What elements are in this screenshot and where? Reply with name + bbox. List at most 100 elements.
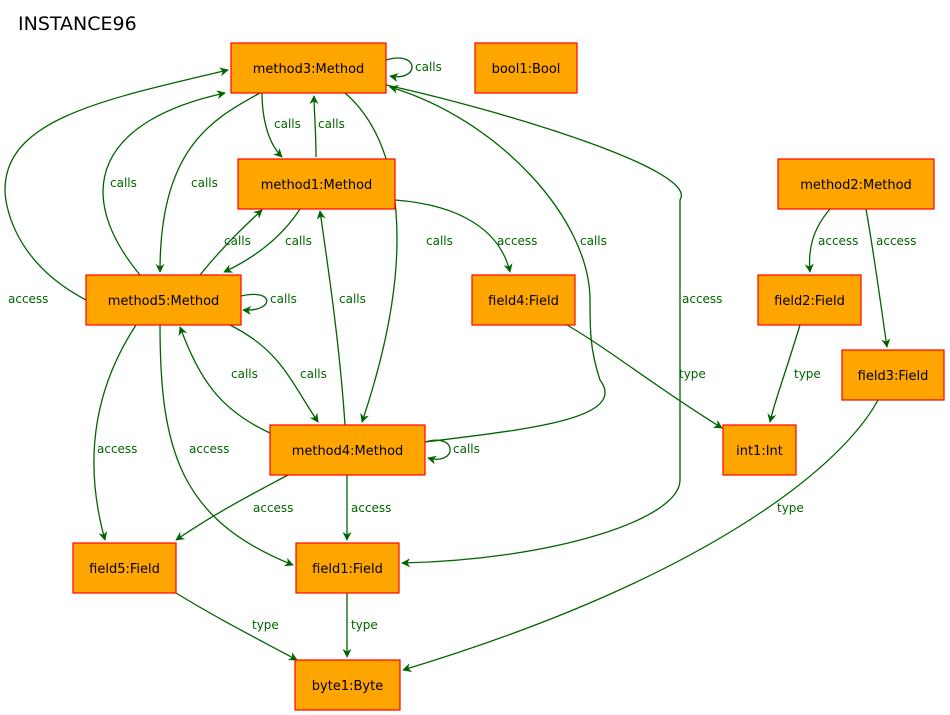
edge-method3-method4: calls: [344, 92, 453, 423]
node-method1[interactable]: method1:Method: [237, 158, 396, 210]
node-box: [294, 659, 401, 711]
edge-method4-method1: calls: [316, 210, 366, 426]
edge-arrow: [385, 84, 683, 568]
node-box: [72, 542, 177, 594]
edge-arrow: [316, 210, 346, 426]
node-box: [269, 424, 426, 476]
node-label: method3:Method: [253, 62, 365, 77]
nodes-layer: method3:Method bool1:Bool method1:Method me…: [72, 42, 945, 711]
edge-label: calls: [300, 367, 327, 381]
edge-label: type: [777, 501, 804, 515]
node-bool1[interactable]: bool1:Bool: [474, 42, 578, 94]
edge-arrow: [261, 92, 283, 158]
edge-method1-field4: access: [394, 199, 537, 273]
node-int1[interactable]: int1:Int: [722, 424, 797, 476]
edge-arrow: [424, 439, 451, 465]
edge-arrow: [199, 209, 263, 276]
edge-label: calls: [274, 117, 301, 131]
edge-label: calls: [318, 117, 345, 131]
edge-arrow: [93, 324, 137, 541]
edge-label: calls: [224, 234, 251, 248]
node-label: method4:Method: [292, 444, 404, 459]
node-label: byte1:Byte: [312, 679, 383, 694]
node-field3[interactable]: field3:Field: [841, 349, 945, 401]
edge-label: access: [253, 501, 293, 515]
edge-arrow: [175, 474, 289, 541]
edge-method4-method3: calls: [389, 85, 607, 443]
edge-method3-method5: calls: [155, 92, 261, 273]
node-box: [722, 424, 797, 476]
edge-arrow: [155, 92, 261, 273]
node-method5[interactable]: method5:Method: [85, 274, 242, 326]
edge-field4-int1: type: [566, 324, 723, 429]
edge-method5-method3: access: [4, 67, 229, 306]
node-field5[interactable]: field5:Field: [72, 542, 177, 594]
node-box: [295, 542, 400, 594]
node-box: [471, 274, 576, 326]
node-box: [85, 274, 242, 326]
edge-field2-int1: type: [767, 324, 821, 423]
diagram-title: INSTANCE96: [18, 13, 137, 35]
edge-label: calls: [110, 176, 137, 190]
node-box: [474, 42, 578, 94]
node-label: field2:Field: [774, 294, 845, 309]
node-box: [777, 158, 935, 210]
edge-method3-method1: calls: [261, 92, 301, 158]
edge-arrow: [159, 324, 294, 567]
edge-label: calls: [339, 292, 366, 306]
edge-label: calls: [285, 234, 312, 248]
node-byte1[interactable]: byte1:Byte: [294, 659, 401, 711]
node-box: [230, 42, 387, 94]
edge-arrow: [344, 92, 398, 423]
edge-method4-method5: calls: [178, 326, 271, 434]
edge-arrow: [240, 293, 268, 315]
edge-method3-method3: calls: [385, 57, 442, 82]
edge-method1-method3: calls: [309, 95, 345, 158]
node-field1[interactable]: field1:Field: [295, 542, 400, 594]
node-field2[interactable]: field2:Field: [757, 274, 862, 326]
node-method4[interactable]: method4:Method: [269, 424, 426, 476]
node-method2[interactable]: method2:Method: [777, 158, 935, 210]
edge-label: access: [497, 234, 537, 248]
edge-label: calls: [231, 367, 258, 381]
edge-field3-byte1: type: [402, 399, 879, 672]
edge-arrow: [804, 208, 831, 273]
edge-label: access: [351, 501, 391, 515]
edge-label: access: [8, 292, 48, 306]
edge-label: access: [189, 442, 229, 456]
edge-arrow: [4, 67, 229, 301]
node-field4[interactable]: field4:Field: [471, 274, 576, 326]
node-method3[interactable]: method3:Method: [230, 42, 387, 94]
node-label: field3:Field: [858, 369, 929, 384]
edge-method4-field5: access: [175, 474, 293, 541]
edge-arrow: [767, 324, 801, 423]
node-label: field5:Field: [89, 562, 160, 577]
edge-arrow: [175, 592, 298, 661]
edge-label: type: [252, 618, 279, 632]
edge-method5-method3: calls: [102, 90, 226, 276]
edge-method5-method1: calls: [199, 209, 263, 276]
edge-label: calls: [580, 234, 607, 248]
node-label: method2:Method: [800, 178, 912, 193]
node-label: bool1:Bool: [492, 62, 561, 77]
edge-arrow: [309, 95, 319, 158]
node-label: method1:Method: [261, 178, 373, 193]
edge-label: type: [794, 367, 821, 381]
node-box: [237, 158, 396, 210]
edge-method2-field3: access: [865, 208, 916, 348]
edge-method4-method4: calls: [424, 439, 480, 465]
node-label: field4:Field: [488, 294, 559, 309]
edge-field1-byte1: type: [342, 593, 378, 658]
node-label: field1:Field: [312, 562, 383, 577]
edge-arrow: [102, 90, 226, 276]
edge-arrow: [566, 324, 723, 429]
edge-label: calls: [453, 442, 480, 456]
edge-label: type: [351, 618, 378, 632]
edge-label: access: [97, 442, 137, 456]
edge-label: calls: [415, 60, 442, 74]
edge-arrow: [178, 326, 271, 434]
edge-arrow: [229, 324, 319, 423]
edge-method4-field1: access: [342, 475, 391, 541]
